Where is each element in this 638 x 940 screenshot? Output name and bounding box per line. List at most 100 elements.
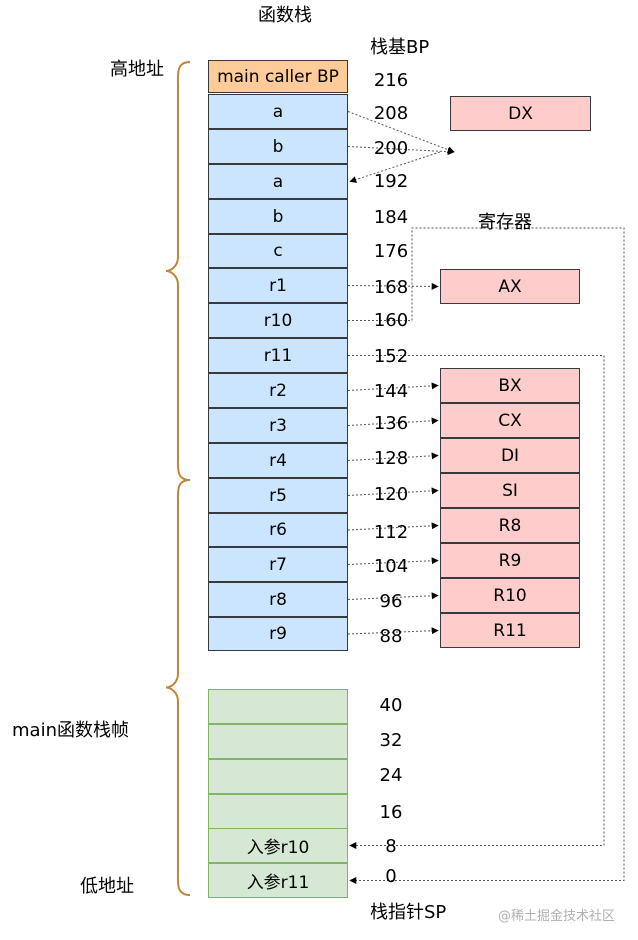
main-frame-label: main函数栈帧: [12, 720, 129, 741]
main-stack-addr-5: 0: [385, 866, 397, 887]
stack-slot-14-label: r7: [269, 554, 287, 575]
register-r8-label: R8: [498, 515, 522, 536]
register-r9-label: R9: [498, 550, 522, 571]
stack-slot-8: r11: [208, 338, 348, 373]
register-si-label: SI: [502, 480, 518, 501]
arrow-b-to-swap: [347, 146, 455, 156]
stack-addr-5: 176: [373, 241, 409, 262]
low-address-label: 低地址: [80, 876, 134, 897]
stack-slot-10: r3: [208, 408, 348, 443]
arrow-a-to-swap: [347, 111, 455, 154]
stack-slot-3: a: [208, 164, 348, 199]
stack-addr-16: 88: [379, 626, 403, 647]
main-stack-addr-4: 8: [385, 836, 397, 857]
stack-slot-13-label: r6: [269, 520, 287, 540]
stack-addr-8: 152: [373, 346, 409, 367]
register-dx: DX: [450, 96, 591, 131]
main-stack-slot-1: [208, 724, 348, 759]
main-stack-addr-2: 24: [379, 765, 403, 786]
register-r11: R11: [440, 613, 580, 648]
stack-slot-9-label: r2: [269, 380, 287, 401]
stack-slot-1-label: a: [272, 101, 284, 122]
stack-addr-14: 104: [373, 556, 409, 577]
register-si: SI: [440, 473, 580, 508]
stack-slot-5: c: [208, 234, 348, 268]
stack-slot-11: r4: [208, 443, 348, 478]
stack-addr-2: 200: [373, 138, 409, 159]
register-di: DI: [440, 438, 580, 473]
stack-addr-7: 160: [373, 310, 409, 331]
stack-slot-14: r7: [208, 547, 348, 582]
main-stack-slot-5: 入参r11: [208, 863, 348, 898]
stack-slot-0: main caller BP: [208, 60, 348, 93]
arrow-r4-to-di: [347, 452, 439, 461]
bp-label: 栈基BP: [370, 37, 430, 58]
arrow-r8-to-r10: [347, 592, 439, 600]
stack-addr-9: 144: [373, 381, 409, 402]
main-stack-slot-4-label: 入参r10: [246, 838, 310, 858]
arrow-r7-to-r9: [347, 557, 439, 565]
register-bx-label: BX: [498, 375, 522, 396]
stack-slot-13: r6: [208, 513, 348, 547]
arrow-r1-to-ax: [347, 282, 439, 290]
main-stack-slot-4: 入参r10: [208, 828, 348, 863]
stack-slot-16-label: r9: [269, 624, 287, 644]
stack-addr-15: 96: [379, 591, 403, 612]
register-di-label: DI: [500, 445, 520, 466]
main-stack-addr-0: 40: [379, 695, 403, 716]
register-r8: R8: [440, 508, 580, 543]
main-stack-addr-3: 16: [379, 802, 403, 823]
stack-slot-7: r10: [208, 303, 348, 338]
arrow-r2-to-bx: [347, 382, 439, 391]
func-stack-title: 函数栈: [258, 5, 312, 26]
register-r10: R10: [440, 578, 580, 613]
arrow-r5-to-si: [347, 487, 439, 496]
stack-addr-13: 112: [373, 522, 409, 543]
stack-addr-12: 120: [373, 484, 409, 505]
stack-slot-1: a: [208, 94, 348, 129]
stack-addr-0: 216: [373, 70, 409, 91]
stack-slot-4-label: b: [272, 206, 284, 227]
stack-slot-12-label: r5: [269, 485, 287, 506]
stack-addr-3: 192: [373, 171, 409, 192]
stack-addr-6: 168: [373, 277, 409, 298]
stack-slot-6: r1: [208, 268, 348, 303]
arrow-r3-to-cx: [347, 417, 439, 426]
stack-slot-6-label: r1: [269, 275, 287, 296]
main-stack-slot-2: [208, 759, 348, 794]
stack-addr-4: 184: [373, 207, 409, 228]
stack-slot-4: b: [208, 199, 348, 234]
registers-title: 寄存器: [478, 212, 532, 233]
register-r11-label: R11: [493, 620, 527, 641]
stack-addr-11: 128: [373, 448, 409, 469]
sp-label: 栈指针SP: [370, 902, 447, 923]
stack-slot-10-label: r3: [269, 415, 287, 436]
line-r11-to-param-r10: [348, 355, 605, 849]
stack-addr-10: 136: [373, 413, 409, 434]
stack-slot-15: r8: [208, 582, 348, 617]
register-ax-label: AX: [498, 276, 522, 297]
stack-slot-9: r2: [208, 373, 348, 408]
stack-addr-1: 208: [373, 103, 409, 124]
stack-slot-7-label: r10: [263, 310, 293, 331]
arrow-r9-to-r11: [347, 627, 439, 635]
stack-slot-2: b: [208, 129, 348, 164]
stack-slot-3-label: a: [272, 171, 284, 192]
stack-slot-16: r9: [208, 617, 348, 651]
stack-slot-12: r5: [208, 478, 348, 513]
high-address-label: 高地址: [110, 59, 164, 80]
stack-slot-8-label: r11: [263, 345, 293, 366]
arrow-r6-to-r8: [347, 522, 439, 531]
register-bx: BX: [440, 368, 580, 403]
main-stack-slot-5-label: 入参r11: [246, 873, 310, 893]
main-stack-slot-3: [208, 794, 348, 829]
stack-slot-5-label: c: [273, 241, 283, 261]
line-r10-to-registers: [348, 227, 625, 884]
main-stack-slot-0: [208, 689, 348, 724]
stack-slot-15-label: r8: [269, 589, 287, 610]
watermark: @稀土掘金技术社区: [498, 909, 616, 924]
register-ax: AX: [440, 269, 580, 304]
main-stack-addr-1: 32: [379, 730, 403, 751]
